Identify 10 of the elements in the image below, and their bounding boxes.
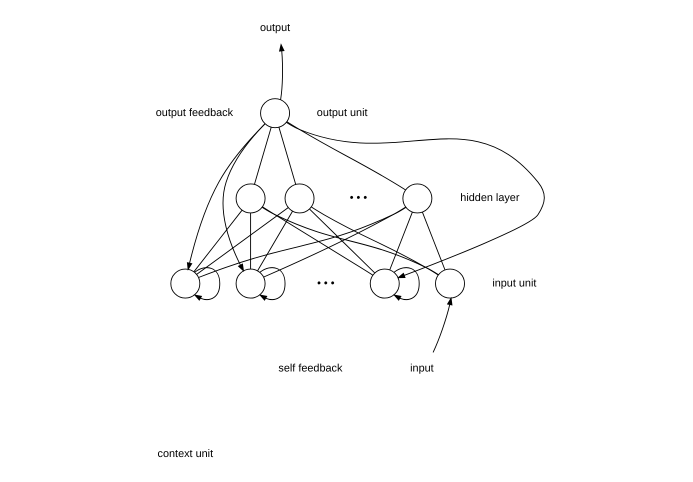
node-label: hidden layer (460, 192, 520, 204)
label: context unit (158, 448, 214, 460)
label: • • • (350, 192, 368, 204)
node-label: output unit (316, 107, 368, 120)
label: self feedback (278, 362, 342, 375)
label: output feedback (156, 107, 234, 120)
node-text: output (260, 22, 290, 34)
node-text: input (410, 362, 434, 375)
node-label: input unit (492, 277, 536, 290)
label: • • • (317, 277, 335, 290)
